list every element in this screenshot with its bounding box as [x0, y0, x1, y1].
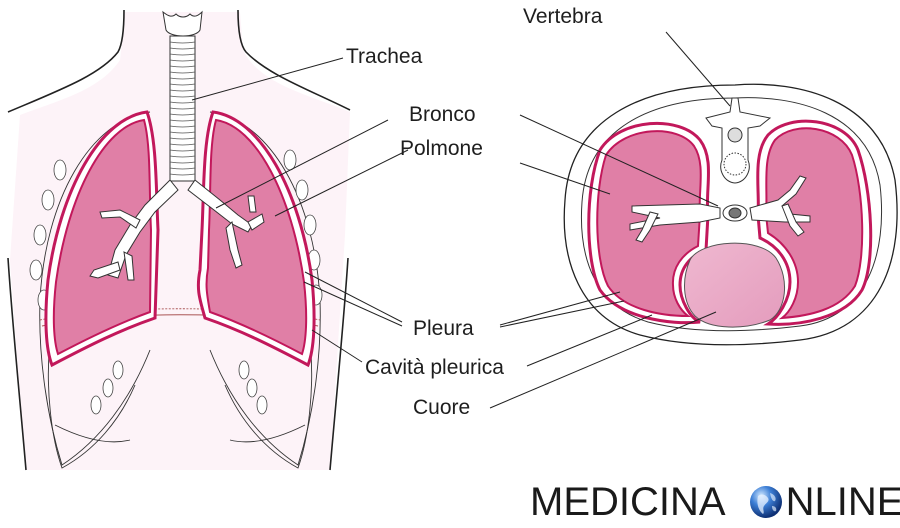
trachea-ring — [169, 119, 196, 122]
label-polmone: Polmone — [400, 137, 483, 160]
brand-text-left: MEDICINA — [530, 480, 726, 524]
globe-icon — [749, 486, 782, 518]
trachea-ring — [169, 47, 196, 50]
label-trachea: Trachea — [346, 45, 423, 68]
trachea-ring — [169, 107, 196, 110]
bronchi-cross-section — [629, 175, 811, 243]
brand-text-right: NLINE — [785, 480, 900, 524]
trachea-ring — [169, 131, 196, 134]
trachea-ring — [169, 65, 196, 68]
label-pleura: Pleura — [413, 317, 474, 340]
label-cuore: Cuore — [413, 396, 471, 419]
brand-logo: MEDICINA NLINE — [530, 482, 900, 522]
trachea-ring — [169, 149, 196, 152]
heart — [684, 242, 786, 328]
trachea-ring — [169, 155, 196, 158]
trachea-ring — [169, 89, 196, 92]
cross-section-view — [489, 31, 898, 409]
trachea-ring — [169, 41, 196, 44]
trachea-ring — [169, 101, 196, 104]
frontal-view — [7, 9, 409, 471]
torso-background — [10, 12, 350, 470]
trachea-ring — [169, 125, 196, 128]
trachea — [169, 35, 196, 182]
trachea-ring — [169, 77, 196, 80]
trachea-ring — [169, 137, 196, 140]
trachea-ring — [169, 143, 196, 146]
trachea-ring — [169, 161, 196, 164]
trachea-ring — [169, 113, 196, 116]
trachea-ring — [169, 53, 196, 56]
cross-section-right-lung — [756, 119, 873, 326]
trachea-ring — [169, 83, 196, 86]
right-lung — [196, 110, 316, 368]
leader-lines-frontal — [191, 57, 409, 363]
label-cavita-pleurica: Cavità pleurica — [365, 356, 504, 379]
trachea-ring — [169, 59, 196, 62]
trachea-ring — [169, 71, 196, 74]
vertebra — [705, 97, 772, 184]
leader-lines-cross-section — [489, 31, 731, 409]
neck-left-outline — [7, 9, 125, 113]
label-bronco: Bronco — [409, 103, 476, 126]
trachea-ring — [169, 167, 196, 170]
costal-cartilages — [29, 149, 323, 415]
torso-right-outline — [329, 257, 349, 471]
trachea-ring — [169, 173, 196, 176]
label-vertebra: Vertebra — [523, 5, 603, 28]
trachea-ring — [169, 95, 196, 98]
neck-right-outline — [237, 9, 351, 111]
torso-left-outline — [7, 257, 27, 471]
